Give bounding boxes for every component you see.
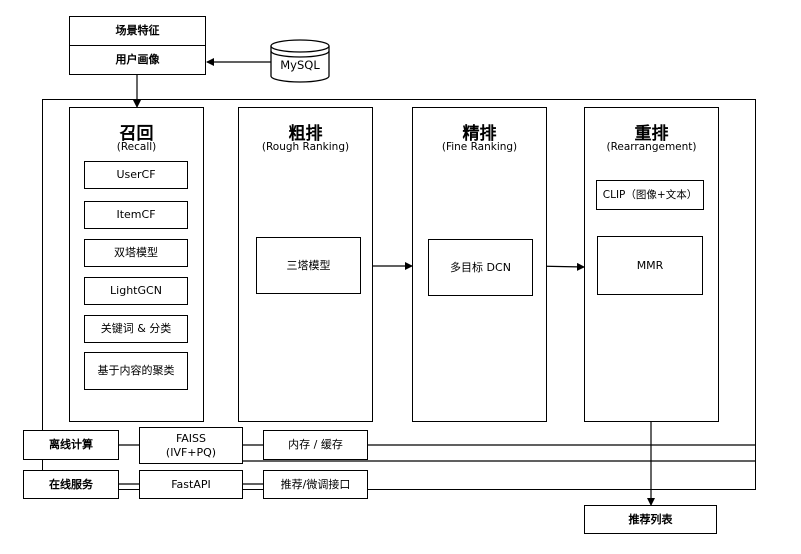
faiss-sub-label: (IVF+PQ): [165, 445, 217, 459]
faiss-label: FAISS: [175, 431, 207, 445]
user-profile-box: 用户画像: [69, 45, 206, 75]
recommendation-list-box: 推荐列表: [584, 505, 717, 534]
storage-box: 内存 / 缓存: [263, 430, 368, 460]
recall-item-content-cluster: 基于内容的聚类: [84, 352, 188, 390]
recall-item-label: ItemCF: [116, 208, 156, 221]
offline-compute-label: 离线计算: [49, 438, 93, 451]
database-icon: [270, 39, 330, 83]
recall-item-two-tower: 双塔模型: [84, 239, 188, 267]
rerank-title: 重排: [634, 124, 669, 144]
rerank-subtitle: (Rearrangement): [606, 141, 697, 153]
clip-box: CLIP（图像+文本）: [596, 180, 704, 210]
fine-model-box: 多目标 DCN: [428, 239, 533, 296]
fastapi-label: FastAPI: [171, 477, 211, 491]
mmr-box: MMR: [597, 236, 703, 295]
rough-subtitle: (Rough Ranking): [261, 141, 350, 153]
interface-label: 推荐/微调接口: [280, 477, 351, 491]
recall-title: 召回: [119, 124, 154, 144]
clip-label: CLIP（图像+文本）: [602, 189, 698, 201]
fine-subtitle: (Fine Ranking): [441, 141, 518, 153]
user-profile-label: 用户画像: [115, 53, 160, 66]
recommendation-list-label: 推荐列表: [628, 512, 673, 526]
recall-item-label: LightGCN: [110, 284, 162, 297]
recall-item-keyword: 关键词 & 分类: [84, 315, 188, 343]
online-service-label: 在线服务: [49, 477, 93, 491]
mysql-label: MySQL: [280, 58, 320, 72]
storage-label: 内存 / 缓存: [288, 438, 343, 451]
rough-model-label: 三塔模型: [286, 258, 331, 272]
fastapi-box: FastAPI: [139, 470, 243, 499]
recall-item-label: 关键词 & 分类: [100, 322, 172, 335]
scene-feature-box: 场景特征: [69, 16, 206, 46]
offline-compute-box: 离线计算: [23, 430, 119, 460]
fine-title: 精排: [462, 124, 497, 144]
mmr-label: MMR: [636, 258, 664, 272]
recall-item-itemcf: ItemCF: [84, 201, 188, 229]
recall-item-label: 基于内容的聚类: [97, 364, 175, 377]
recall-item-label: UserCF: [116, 168, 156, 181]
recall-item-usercf: UserCF: [84, 161, 188, 189]
rough-title: 粗排: [288, 124, 323, 144]
recall-item-lightgcn: LightGCN: [84, 277, 188, 305]
rough-model-box: 三塔模型: [256, 237, 361, 294]
interface-box: 推荐/微调接口: [263, 470, 368, 499]
online-service-box: 在线服务: [23, 470, 119, 499]
pipeline-frame: [42, 99, 756, 490]
recall-item-label: 双塔模型: [114, 246, 158, 259]
scene-feature-label: 场景特征: [115, 24, 160, 37]
fine-model-label: 多目标 DCN: [450, 260, 511, 274]
recall-subtitle: (Recall): [116, 141, 157, 153]
faiss-box: FAISS (IVF+PQ): [139, 427, 243, 464]
